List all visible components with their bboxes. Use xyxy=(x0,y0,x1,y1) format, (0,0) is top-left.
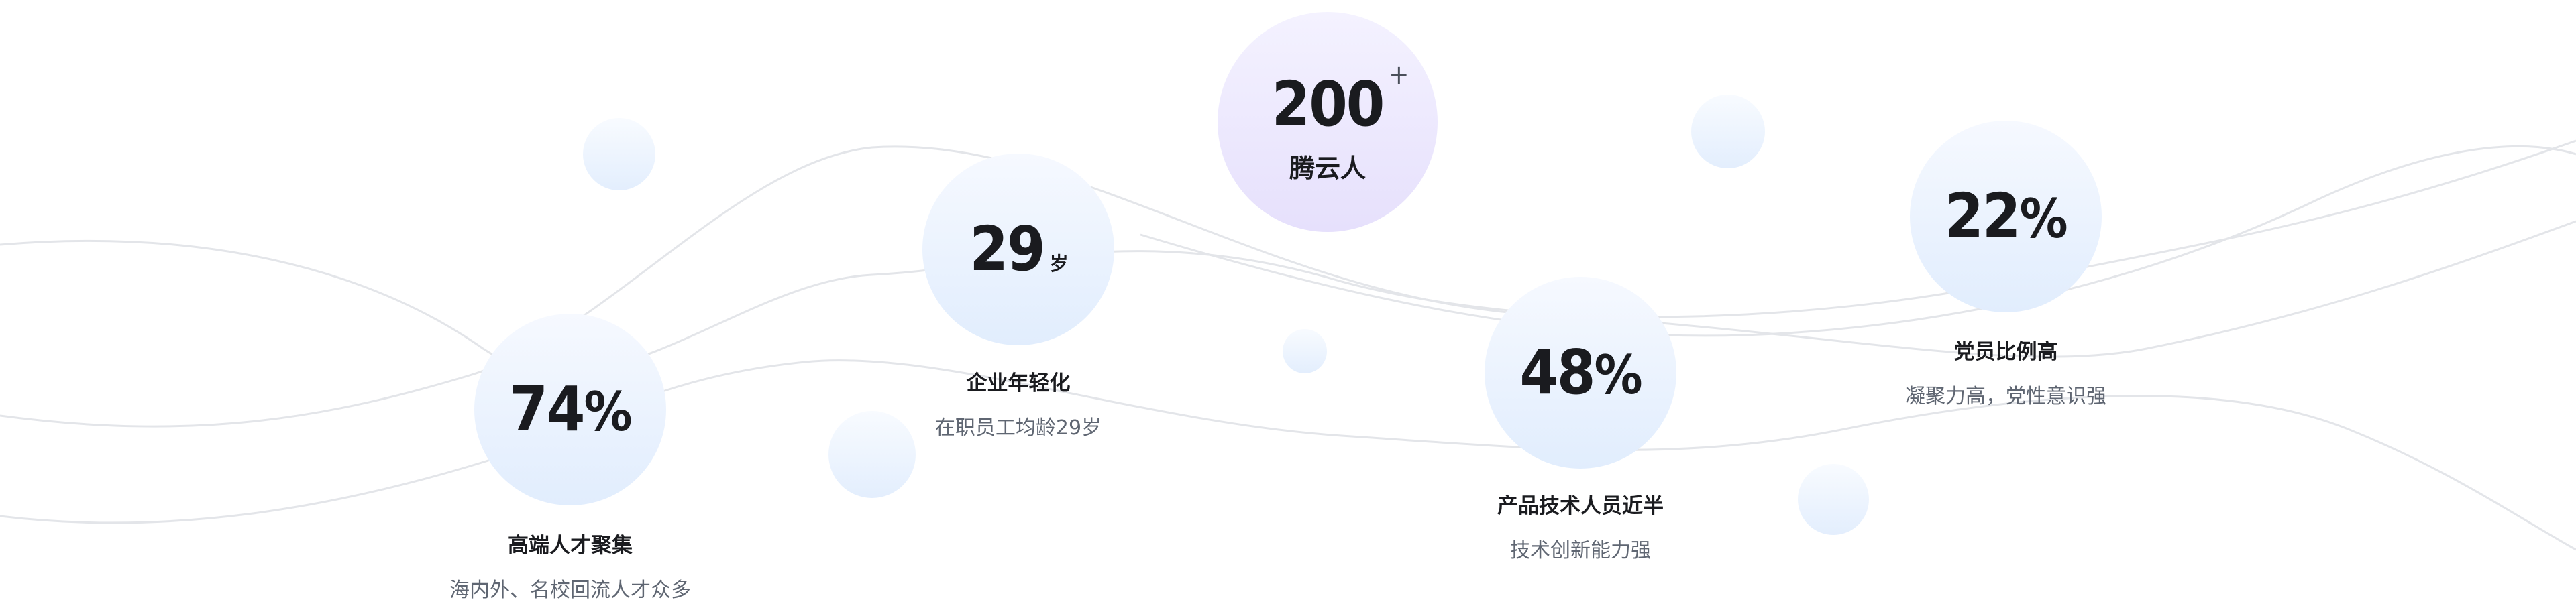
stat-circle-tech: 48% xyxy=(1485,277,1676,469)
stat-circle-headcount: 200+ 腾云人 xyxy=(1218,12,1438,232)
stat-desc: 凝聚力高，党性意识强 xyxy=(1905,385,2106,408)
stat-label-age: 企业年轻化 在职员工均龄29岁 xyxy=(935,366,1102,440)
decorative-bubble xyxy=(1691,95,1765,168)
stat-label-tech: 产品技术人员近半 技术创新能力强 xyxy=(1497,489,1664,563)
stat-value: 22% xyxy=(1945,180,2068,252)
stat-label-party: 党员比例高 凝聚力高，党性意识强 xyxy=(1905,334,2106,409)
decorative-bubble xyxy=(1798,464,1869,535)
stat-desc: 技术创新能力强 xyxy=(1510,539,1651,562)
stat-value: 48% xyxy=(1519,336,1642,408)
stat-title: 党员比例高 xyxy=(1953,340,2058,364)
decorative-bubble xyxy=(1283,329,1327,373)
decorative-bubble xyxy=(828,411,916,498)
stat-desc: 在职员工均龄29岁 xyxy=(934,416,1102,440)
stat-title: 企业年轻化 xyxy=(966,371,1071,395)
stat-value: 74% xyxy=(509,373,632,445)
stat-title: 高端人才聚集 xyxy=(508,534,633,558)
stat-label-talent: 高端人才聚集 海内外、名校回流人才众多 xyxy=(449,528,691,603)
stat-circle-party: 22% xyxy=(1910,121,2102,312)
stat-value: 200+ xyxy=(1271,59,1409,140)
stat-title: 产品技术人员近半 xyxy=(1497,494,1664,518)
decorative-bubble xyxy=(583,118,655,190)
plus-icon: + xyxy=(1389,59,1409,90)
stat-caption: 腾云人 xyxy=(1289,153,1366,183)
stat-desc: 海内外、名校回流人才众多 xyxy=(449,578,691,602)
stat-circle-talent: 74% xyxy=(474,314,666,505)
